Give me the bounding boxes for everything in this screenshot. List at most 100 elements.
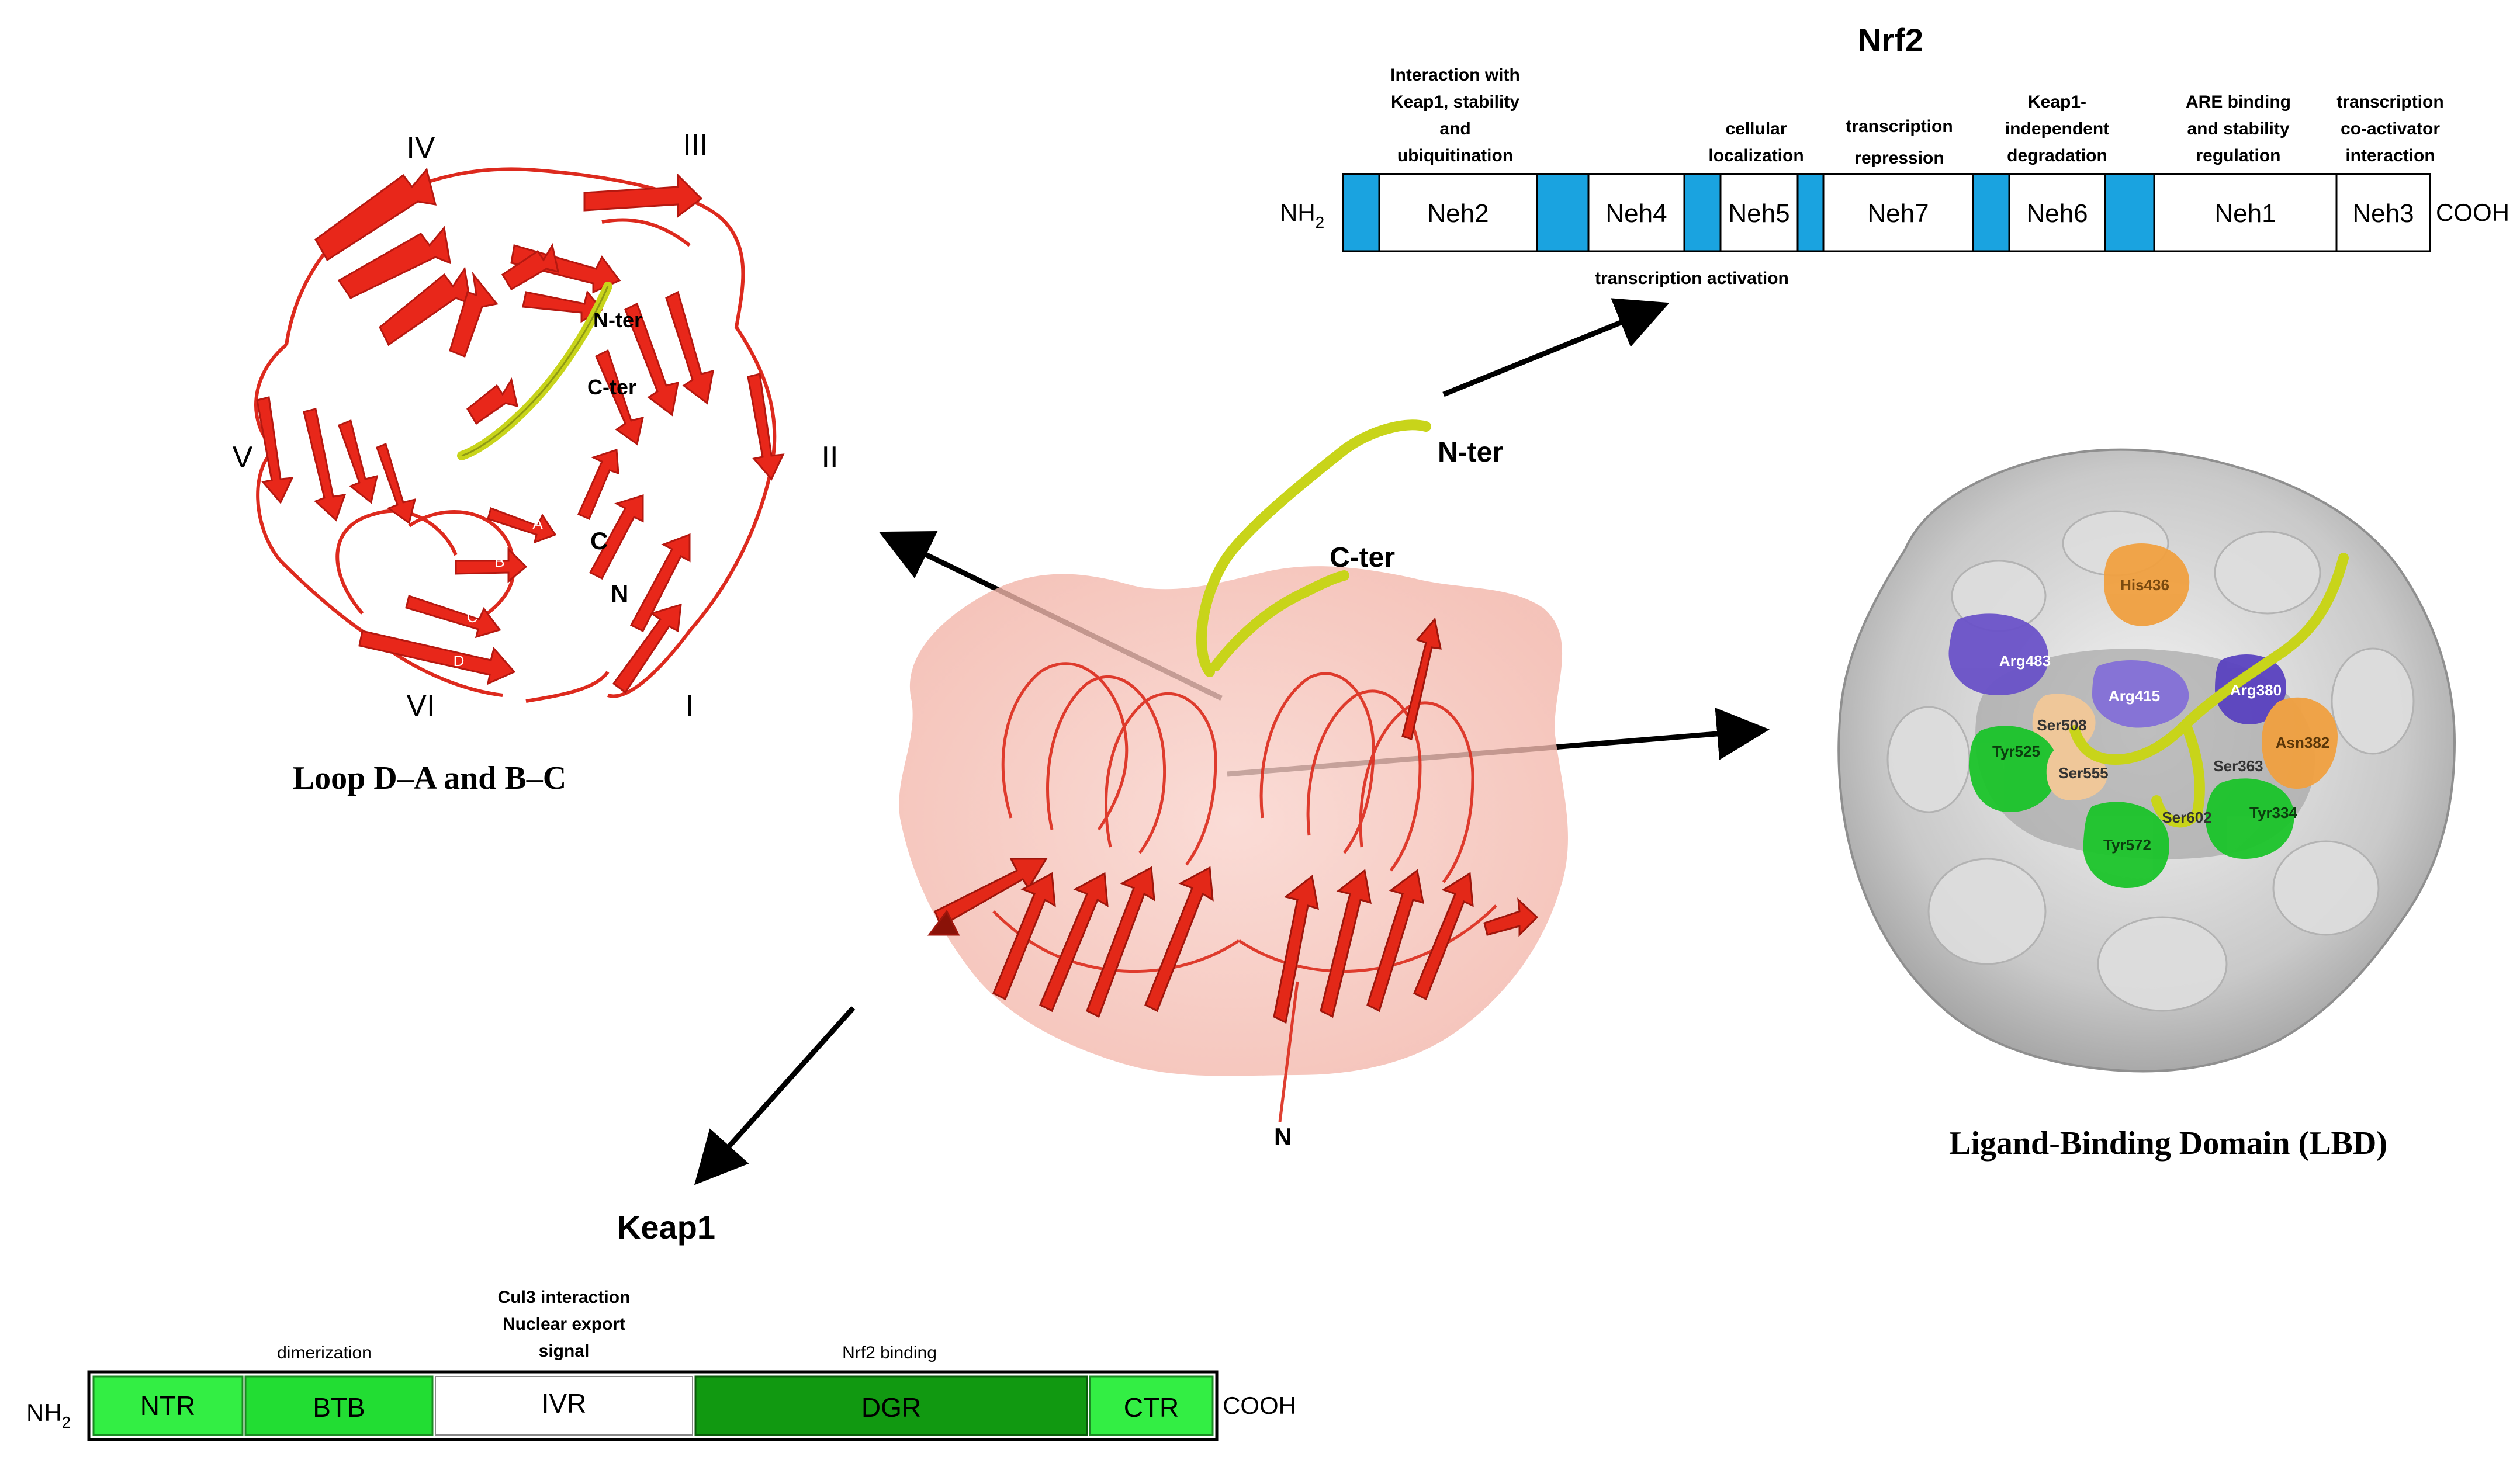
svg-text:and: and [1439,119,1470,138]
nrf2-diagram: Nrf2 Interaction with Keap1, stability a… [1280,22,2509,288]
nrf2-linker-5 [1972,173,2010,252]
keap1-domain-ntr [92,1375,244,1436]
keap1-cooh: COOH [1223,1392,1296,1419]
residue-tyr572: Tyr572 [2103,836,2151,854]
strand-label-b: B [494,553,504,570]
patch-ser555 [2046,746,2107,800]
nrf2-linker-6 [2104,173,2155,252]
svg-text:co-activator: co-activator [2341,119,2440,138]
svg-text:Nuclear export: Nuclear export [503,1315,625,1334]
nrf2-label-neh5: Neh5 [1728,199,1789,228]
blade-label-vi: VI [406,689,435,723]
propeller-nter-label: N-ter [593,308,642,332]
nrf2-domain-neh6 [2008,173,2106,252]
center-peptide [1196,419,1431,677]
lbd-peptide [2069,553,2349,828]
nrf2-label-neh1: Neh1 [2214,199,2276,228]
svg-text:and stability: and stability [2187,119,2289,138]
residue-arg415: Arg415 [2109,687,2160,705]
nrf2-label-neh4: Neh4 [1605,199,1667,228]
svg-text:ARE binding: ARE binding [2186,92,2291,112]
patch-tyr525 [1969,726,2058,812]
lbd-caption: Ligand-Binding Domain (LBD) [1949,1125,2387,1162]
nrf2-domain-neh4 [1587,173,1685,252]
svg-text:regulation: regulation [2196,146,2280,165]
svg-text:ubiquitination: ubiquitination [1397,146,1513,165]
nrf2-label-neh6: Neh6 [2026,199,2088,228]
patch-arg483 [1948,613,2049,695]
lbd-residue-patches [1948,543,2338,888]
keap1-diagram: Keap1 dimerization Cul3 interaction Nucl… [26,1209,1296,1441]
patch-arg415 [2092,660,2189,728]
svg-text:independent: independent [2005,119,2109,138]
patch-tyr334 [2206,778,2294,859]
nrf2-annotation-activation: transcription activation [1595,269,1789,288]
propeller-loops [254,167,777,703]
nrf2-annotation-coactivator: transcription co-activator interaction [2336,92,2443,165]
svg-text:interaction: interaction [2345,146,2435,165]
center-n-label: N [1274,1123,1292,1150]
nrf2-linker-2 [1536,173,1590,252]
propeller-structure: IV III II V VI I N-ter C-ter C N A B C D… [233,128,839,796]
nrf2-domain-neh2 [1378,173,1538,252]
nrf2-annotation-keap1-interaction: Interaction with Keap1, stability and ub… [1390,65,1520,165]
keap1-label-ivr: IVR [542,1388,587,1419]
nrf2-annotation-cellular: cellular localization [1708,119,1804,165]
patch-his436 [2104,543,2190,626]
svg-text:transcription: transcription [2336,92,2443,112]
nrf2-annotation-are-binding: ARE binding and stability regulation [2186,92,2291,165]
keap1-label-dgr: DGR [861,1392,921,1423]
nrf2-domain-neh7 [1822,173,1974,252]
keap1-domain-ivr [435,1376,693,1436]
blade-label-iv: IV [406,131,435,165]
propeller-caption: Loop D–A and B–C [293,760,566,796]
nrf2-label-neh3: Neh3 [2352,199,2414,228]
keap1-annotation-dimerization: dimerization [277,1343,372,1362]
strand-label-c: C [467,608,478,626]
svg-text:Cul3 interaction: Cul3 interaction [498,1288,631,1307]
keap1-label-ctr: CTR [1124,1392,1179,1423]
blade-label-ii: II [822,441,839,474]
keap1-annotation-nrf2-binding: Nrf2 binding [842,1343,937,1362]
residue-his436: His436 [2120,576,2169,594]
blade-label-i: I [686,689,694,723]
svg-text:cellular: cellular [1725,119,1787,138]
lbd-structure: His436 Arg483 Arg415 Arg380 Ser508 Tyr52… [1837,448,2456,1162]
nrf2-linker-3 [1683,173,1722,252]
keap1-title: Keap1 [617,1209,715,1246]
svg-text:signal: signal [539,1341,590,1361]
nrf2-cooh: COOH [2436,199,2509,226]
keap1-domain-ctr [1089,1375,1214,1436]
nrf2-domain-neh3 [2335,173,2431,252]
residue-tyr334: Tyr334 [2249,804,2297,821]
keap1-label-btb: BTB [313,1392,365,1423]
keap1-domain-btb [244,1375,434,1436]
svg-text:localization: localization [1708,146,1804,165]
propeller-cter-label: C-ter [587,375,636,399]
center-strands [927,617,1539,1024]
nrf2-title: Nrf2 [1858,22,1923,58]
residue-arg380: Arg380 [2230,681,2282,699]
keap1-label-ntr: NTR [140,1391,196,1421]
nrf2-label-neh7: Neh7 [1867,199,1929,228]
nrf2-linker-1 [1342,173,1380,252]
keap1-nh2: NH2 [26,1399,71,1431]
arrow-to-nrf2 [1442,298,1670,397]
nrf2-domain-neh1 [2153,173,2338,252]
blade-label-v: V [233,441,253,474]
strand-label-d: D [454,652,465,670]
svg-text:transcription: transcription [1846,117,1953,136]
keap1-annotation-cul3: Cul3 interaction Nuclear export signal [498,1288,631,1361]
blade-label-iii: III [683,128,708,162]
keap1-domain-dgr [694,1375,1088,1436]
center-structure: N-ter C-ter N [899,419,1568,1150]
nrf2-annotation-repression: transcription repression [1846,117,1953,168]
residue-tyr525: Tyr525 [1992,743,2040,760]
residue-arg483: Arg483 [1999,652,2051,670]
strand-label-a: A [532,515,543,532]
residue-ser508: Ser508 [2037,716,2086,734]
propeller-n-label: N [611,580,628,607]
nrf2-nh2: NH2 [1280,199,1324,231]
propeller-strands [256,167,785,694]
